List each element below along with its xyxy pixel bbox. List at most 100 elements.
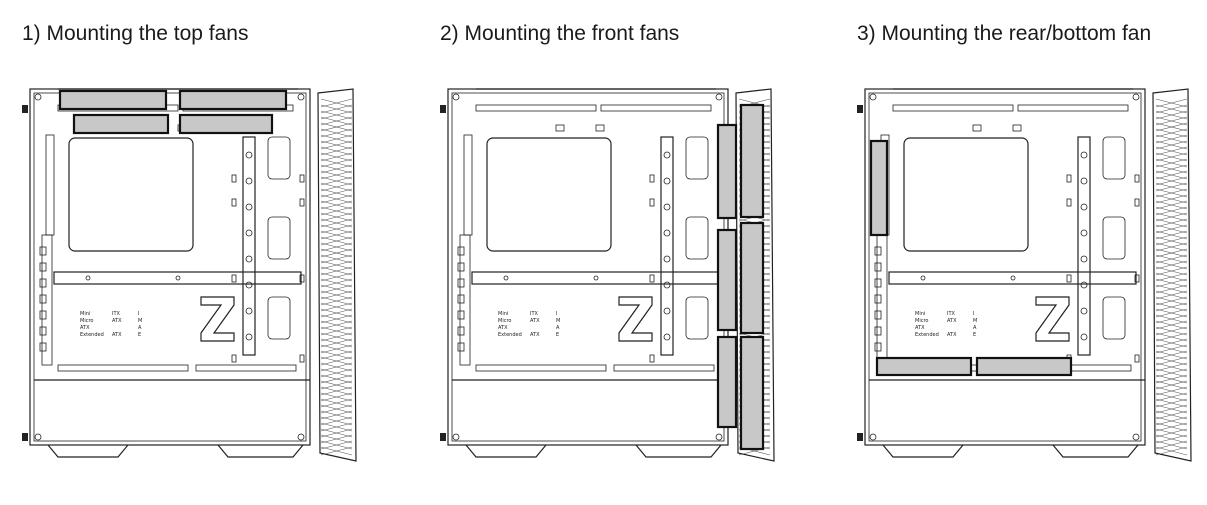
slot-bracket [39,278,47,288]
mesh-line [320,308,353,318]
mesh-line [1155,110,1188,120]
board-label-size: ATX [947,332,957,338]
connector [649,274,655,283]
mesh-line [1155,344,1188,354]
mesh-line [1155,386,1188,396]
board-label-code: M [973,318,977,324]
board-label-size: ATX [947,318,957,324]
mesh-line [1155,284,1188,294]
grommet-hole [1080,333,1088,341]
mesh-line [1155,368,1188,378]
rear-bump [440,105,446,113]
board-label-code: I [973,311,974,317]
connector [1134,274,1140,283]
slot-bracket [457,310,465,320]
top-tab [555,124,565,132]
top-fan-highlight [178,89,288,111]
board-label-code: A [138,325,142,331]
mesh-line [738,446,771,456]
mesh-line [320,200,353,210]
mesh-line [1155,134,1188,144]
board-label-name: Mini [80,311,90,317]
slot-bracket [874,342,882,352]
board-label-code: I [556,311,557,317]
cpu-cutout [68,137,194,252]
connector [231,174,237,183]
slot-bracket [457,246,465,256]
grommet-hole [663,151,671,159]
mesh-line [1155,224,1188,234]
mesh-line [320,422,353,432]
mesh-line [1155,320,1188,330]
hole [920,275,926,281]
front-fan-highlight [739,335,765,451]
screw-icon [1132,93,1140,101]
board-label-code: A [556,325,560,331]
front-panel [317,88,357,462]
screw-icon [715,433,723,441]
mesh-line [320,290,353,300]
slot-bracket [874,326,882,336]
top-fan-highlight [58,89,168,111]
grommet-bar [242,136,256,356]
cable-cutout [267,296,291,340]
cable-cutout [267,216,291,260]
top-rail [1017,104,1129,112]
top-tab [595,124,605,132]
mesh-line [1155,236,1188,246]
grommet-hole [245,203,253,211]
mesh-line [1155,332,1188,342]
board-label-size: ITX [530,311,539,317]
screw-icon [869,433,877,441]
mesh-line [320,182,353,192]
grommet-hole [663,203,671,211]
board-label-name: Micro [498,318,511,324]
mesh-line [1155,122,1188,132]
grommet-hole [663,229,671,237]
mesh-line [320,368,353,378]
mesh-line [320,362,353,372]
slot-bracket [39,246,47,256]
rear-fan-highlight [869,139,889,237]
front-mesh [1155,98,1188,456]
case-inner-outline [868,92,1142,442]
cable-cutout [685,136,709,180]
case-inner-outline [451,92,725,442]
rear-bump [857,105,863,113]
cable-bar [471,271,720,285]
board-label-name: Mini [498,311,508,317]
grommet-bar [1077,136,1091,356]
screw-icon [452,433,460,441]
front-panel [1152,88,1192,462]
board-label-name: Mini [915,311,925,317]
mesh-line [320,236,353,246]
connector [1134,174,1140,183]
mesh-line [1155,350,1188,360]
grommet-hole [1080,177,1088,185]
expansion-slots [459,234,471,366]
mesh-line [1155,422,1188,432]
front-mesh [320,98,353,456]
top-rail [475,104,597,112]
mesh-line [320,134,353,144]
slot-bracket [457,294,465,304]
mesh-line [1155,440,1188,450]
front-fan-highlight [716,123,738,220]
hole [503,275,509,281]
board-label-name: Extended [80,332,104,338]
mesh-line [1155,164,1188,174]
slot-bracket [874,262,882,272]
mesh-line [320,410,353,420]
mesh-line [1155,254,1188,264]
expansion-slots [876,234,888,366]
bottom-rail [613,364,715,372]
mesh-line [320,314,353,324]
slot-bracket [874,278,882,288]
connector [1066,198,1072,207]
front-fan-highlight [716,228,738,332]
front-fan-highlight [716,335,738,429]
board-label-name: ATX [80,325,90,331]
